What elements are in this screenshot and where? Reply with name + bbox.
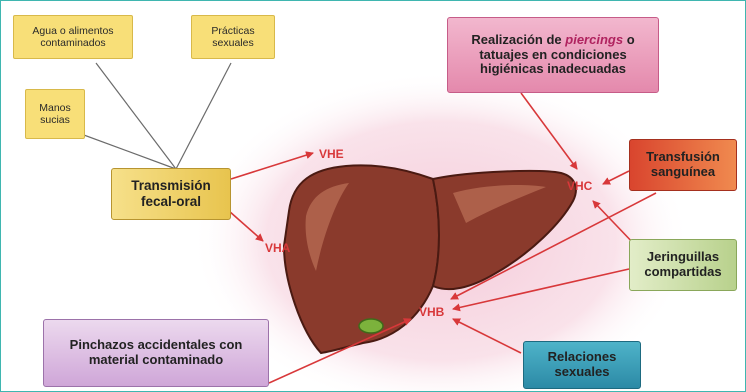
source-transfusion-label: Transfusión sanguínea bbox=[639, 150, 727, 180]
source-dirty-hands-label: Manos sucias bbox=[33, 102, 77, 126]
source-syringes: Jeringuillas compartidas bbox=[629, 239, 737, 291]
source-transfusion: Transfusión sanguínea bbox=[629, 139, 737, 191]
source-piercings-italic: piercings bbox=[565, 32, 623, 47]
virus-vhe: VHE bbox=[319, 147, 344, 161]
source-needlestick-label: Pinchazos accidentales con material cont… bbox=[66, 338, 246, 368]
source-piercings-text: Realización de piercings o tatuajes en c… bbox=[456, 33, 650, 78]
virus-vhc: VHC bbox=[567, 179, 592, 193]
gallbladder bbox=[359, 319, 383, 333]
source-needlestick: Pinchazos accidentales con material cont… bbox=[43, 319, 269, 387]
source-sexual-relations: Relaciones sexuales bbox=[523, 341, 641, 389]
source-water-food-label: Agua o alimentos contaminados bbox=[14, 25, 132, 49]
source-piercings: Realización de piercings o tatuajes en c… bbox=[447, 17, 659, 93]
connector-dirty-hands bbox=[73, 131, 176, 169]
virus-vhb: VHB bbox=[419, 305, 444, 319]
source-water-food: Agua o alimentos contaminados bbox=[13, 15, 133, 59]
source-piercings-prefix: Realización de bbox=[471, 32, 565, 47]
source-dirty-hands: Manos sucias bbox=[25, 89, 85, 139]
source-sexual-relations-label: Relaciones sexuales bbox=[539, 350, 625, 380]
connector-water-food bbox=[96, 63, 176, 169]
connector-sexual-practices bbox=[176, 63, 231, 169]
source-fecal-oral-label: Transmisión fecal-oral bbox=[121, 178, 221, 209]
source-fecal-oral: Transmisión fecal-oral bbox=[111, 168, 231, 220]
virus-vha: VHA bbox=[265, 241, 290, 255]
source-syringes-label: Jeringuillas compartidas bbox=[635, 250, 731, 280]
source-sexual-practices: Prácticas sexuales bbox=[191, 15, 275, 59]
source-sexual-practices-label: Prácticas sexuales bbox=[203, 25, 263, 49]
